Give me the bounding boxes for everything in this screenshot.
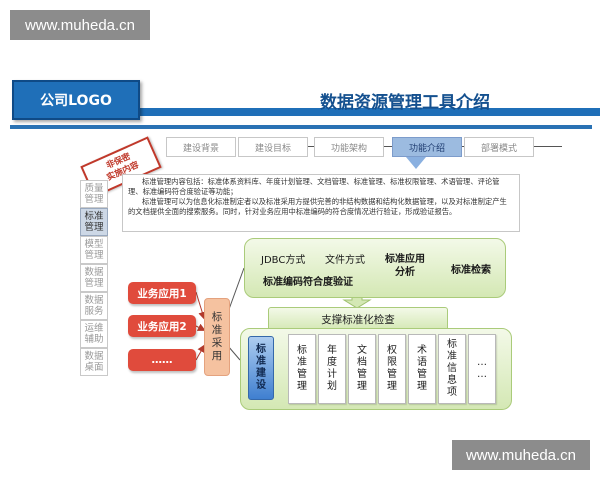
- tab-architecture[interactable]: 功能架构: [314, 137, 384, 157]
- header-divider: [10, 125, 592, 129]
- tab-background[interactable]: 建设背景: [166, 137, 236, 157]
- standard-construction-box: [240, 328, 512, 410]
- module-standard-mgmt: 标 准 管 理: [288, 334, 316, 404]
- module-info-items: 标 准 信 息 项: [438, 334, 466, 404]
- standard-adoption-box: 标 准 采 用: [204, 298, 230, 376]
- standard-build-box: 标 准 建 设: [248, 336, 274, 400]
- connector-app1: [195, 291, 207, 320]
- module-permission-mgmt: 权 限 管 理: [378, 334, 406, 404]
- side-item-quality[interactable]: 质量 管理: [80, 180, 108, 208]
- jdbc-method-label: JDBC方式: [261, 255, 306, 266]
- standard-search-label: 标准检索: [451, 265, 491, 276]
- side-item-data-service[interactable]: 数据 服务: [80, 292, 108, 320]
- app-analysis-label: 标准应用 分析: [385, 254, 425, 278]
- tab-pointer-arrow: [406, 157, 426, 169]
- application-layer-box: JDBC方式 文件方式 标准编码符合度验证 标准应用 分析 标准检索: [244, 238, 506, 298]
- business-app-2: 业务应用2: [128, 315, 196, 337]
- support-check-bar: 支撑标准化检查: [268, 307, 448, 331]
- module-term-mgmt: 术 语 管 理: [408, 334, 436, 404]
- file-method-label: 文件方式: [325, 255, 365, 266]
- business-app-more: ……: [128, 349, 196, 371]
- tab-goals[interactable]: 建设目标: [238, 137, 308, 157]
- watermark-bottom: www.muheda.cn: [452, 440, 590, 470]
- module-more: … …: [468, 334, 496, 404]
- side-item-desktop[interactable]: 数据 桌面: [80, 348, 108, 376]
- module-document-mgmt: 文 档 管 理: [348, 334, 376, 404]
- side-item-ops[interactable]: 运维 辅助: [80, 320, 108, 348]
- description-paragraph-2: 标准管理可以为信息化标准制定者以及标准采用方提供完善的非结构数据和结构化数据管理…: [128, 197, 507, 216]
- description-paragraph-1: 标准管理内容包括：标准体系资料库、年度计划管理、文档管理、标准管理、标准权限管理…: [128, 177, 500, 196]
- description-box: 标准管理内容包括：标准体系资料库、年度计划管理、文档管理、标准管理、标准权限管理…: [122, 174, 520, 232]
- connector-adopt-bottom: [227, 345, 241, 361]
- side-item-data-mgmt[interactable]: 数据 管理: [80, 264, 108, 292]
- connector-app2: [195, 323, 206, 331]
- tab-deployment[interactable]: 部署模式: [464, 137, 534, 157]
- company-logo: 公司LOGO: [12, 80, 140, 120]
- page-title: 数据资源管理工具介绍: [320, 93, 490, 113]
- connector-adopt-top: [227, 267, 245, 313]
- header-strip: [138, 108, 600, 116]
- code-validation-label: 标准编码符合度验证: [263, 277, 353, 288]
- side-item-model[interactable]: 模型 管理: [80, 236, 108, 264]
- watermark-top: www.muheda.cn: [10, 10, 150, 40]
- business-app-1: 业务应用1: [128, 282, 196, 304]
- connector-app3: [195, 344, 205, 361]
- module-annual-plan: 年 度 计 划: [318, 334, 346, 404]
- side-item-standard[interactable]: 标准 管理: [80, 208, 108, 236]
- tab-features[interactable]: 功能介绍: [392, 137, 462, 157]
